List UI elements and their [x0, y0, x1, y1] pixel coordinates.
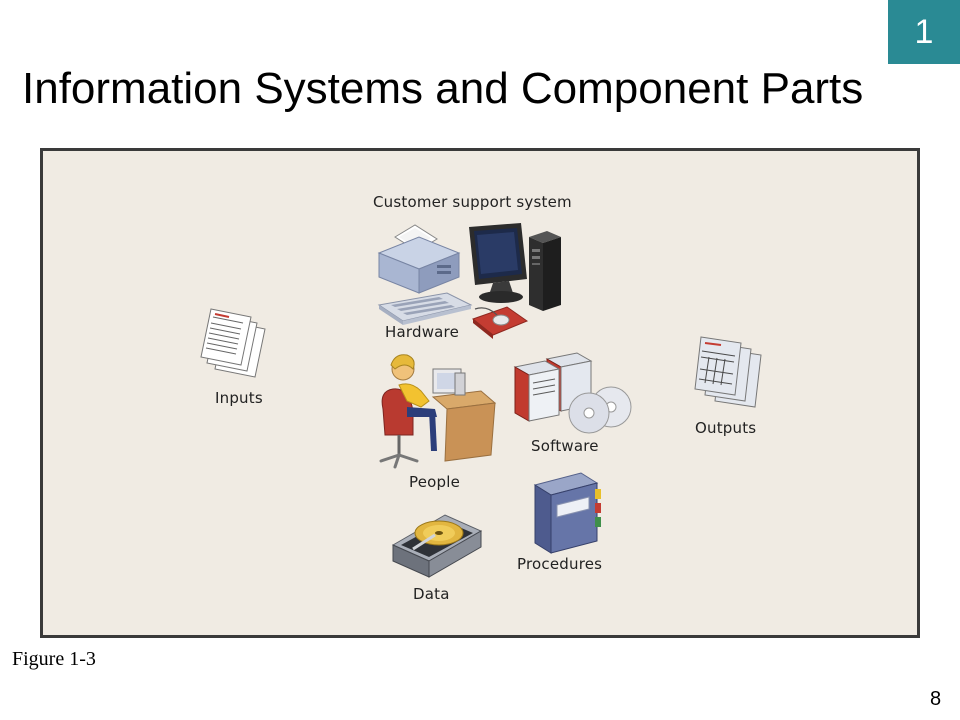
computer-monitor-icon	[469, 223, 527, 303]
hard-drive-icon	[391, 514, 483, 578]
output-documents-icon	[694, 336, 762, 408]
mouse-icon	[471, 306, 529, 339]
figure-frame: Customer support system	[40, 148, 920, 638]
tower-pc-icon	[529, 231, 561, 311]
page-number: 8	[930, 688, 942, 710]
keyboard-icon	[377, 292, 473, 325]
chapter-number-tab: 1	[888, 0, 960, 64]
slide-title: Information Systems and Component Parts	[22, 64, 864, 113]
software-label: Software	[531, 437, 599, 455]
software-boxes-icon	[513, 352, 593, 422]
printer-icon	[377, 224, 461, 294]
procedures-binder-icon	[533, 472, 601, 554]
person-at-desk-icon	[379, 354, 497, 469]
outputs-label: Outputs	[695, 419, 757, 437]
input-documents-icon	[200, 308, 266, 378]
cd-discs-icon	[568, 386, 632, 434]
inputs-label: Inputs	[215, 389, 263, 407]
hardware-label: Hardware	[385, 323, 460, 341]
procedures-label: Procedures	[517, 555, 603, 573]
system-label: Customer support system	[373, 193, 572, 211]
data-label: Data	[413, 585, 450, 603]
people-label: People	[409, 473, 461, 491]
figure-caption: Figure 1-3	[12, 648, 96, 670]
